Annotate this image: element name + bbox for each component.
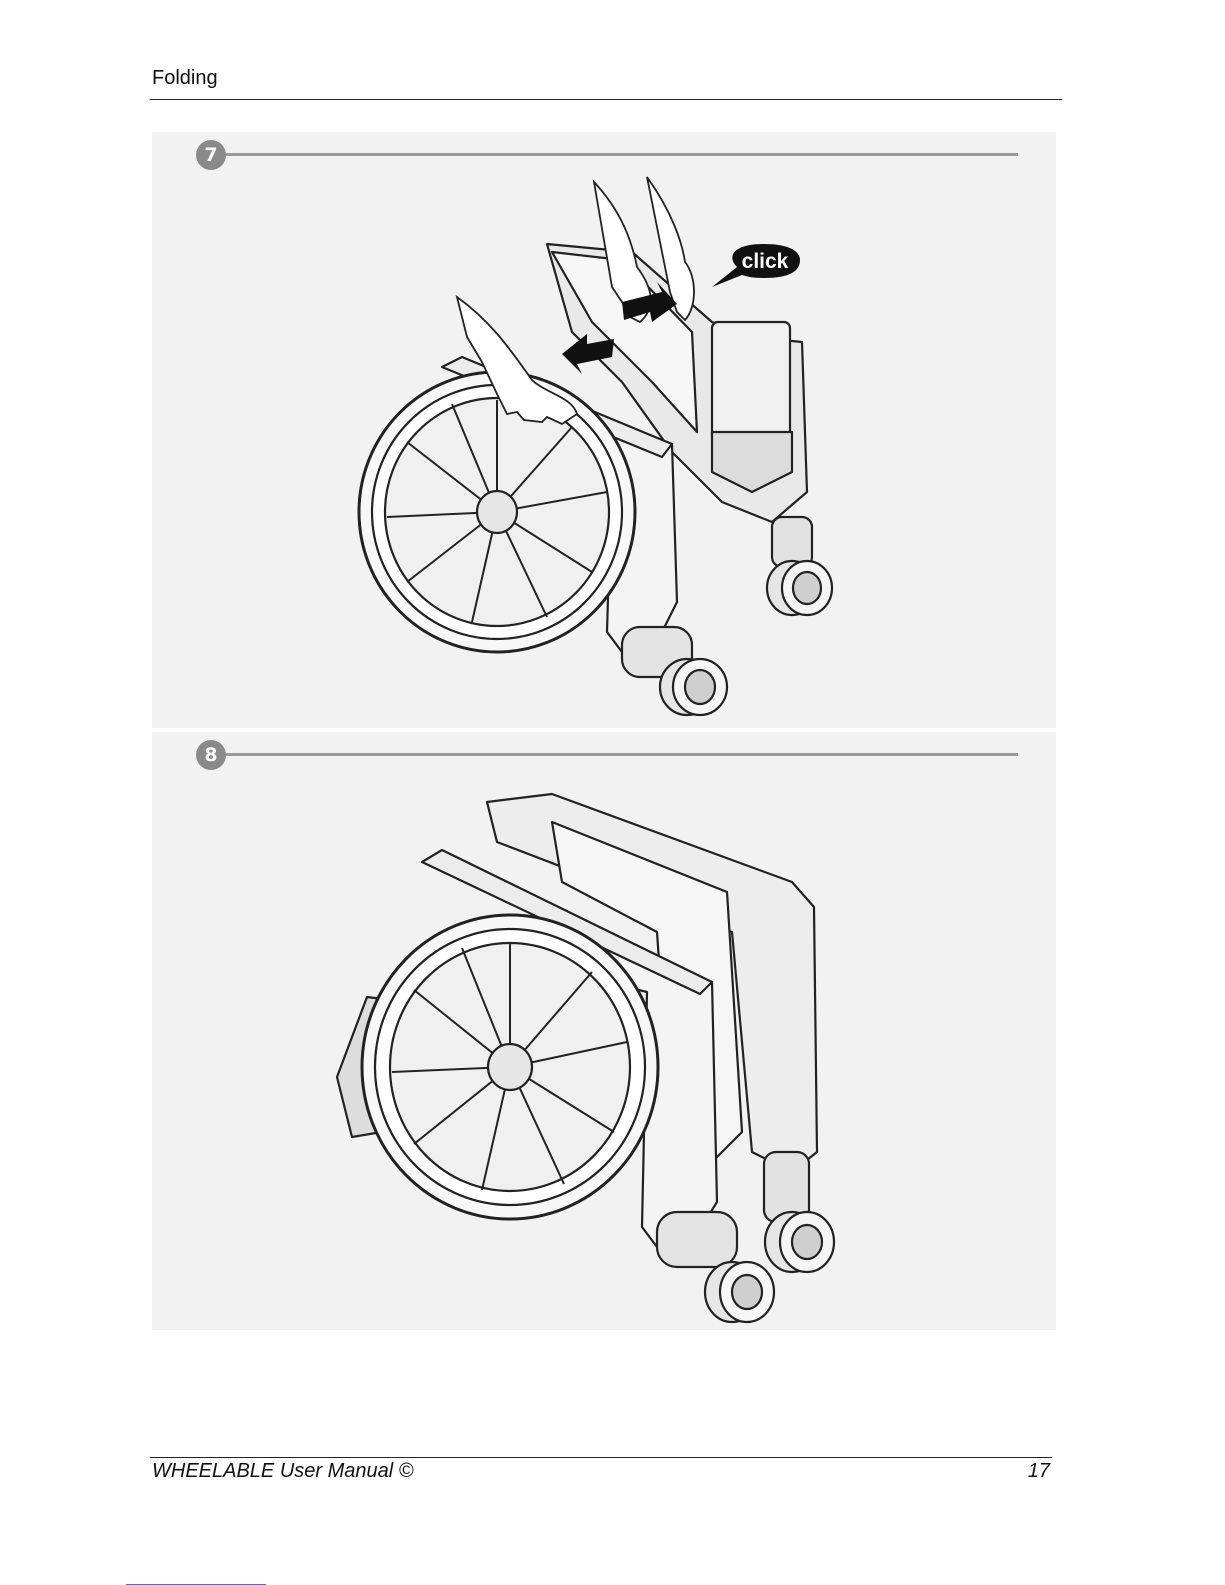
step-7-figure: click 7 [152,132,1056,728]
step-8-badge: 8 [196,740,226,770]
step-8-figure: 8 [152,732,1056,1330]
step-8-header: 8 [196,740,1018,770]
page-header-title: Folding [152,67,218,90]
footer-page-number: 17 [1000,1460,1050,1483]
step-8-divider [226,753,1018,756]
footer-rule [150,1457,1052,1458]
footer-manual-title: WHEELABLE User Manual © [152,1460,414,1483]
step-7-badge: 7 [196,140,226,170]
header-rule [150,99,1062,100]
step-7-divider [226,153,1018,156]
step-8-illustration [152,732,1056,1330]
click-callout: click [742,250,789,273]
step-7-illustration: click [152,132,1056,728]
step-7-header: 7 [196,140,1018,170]
